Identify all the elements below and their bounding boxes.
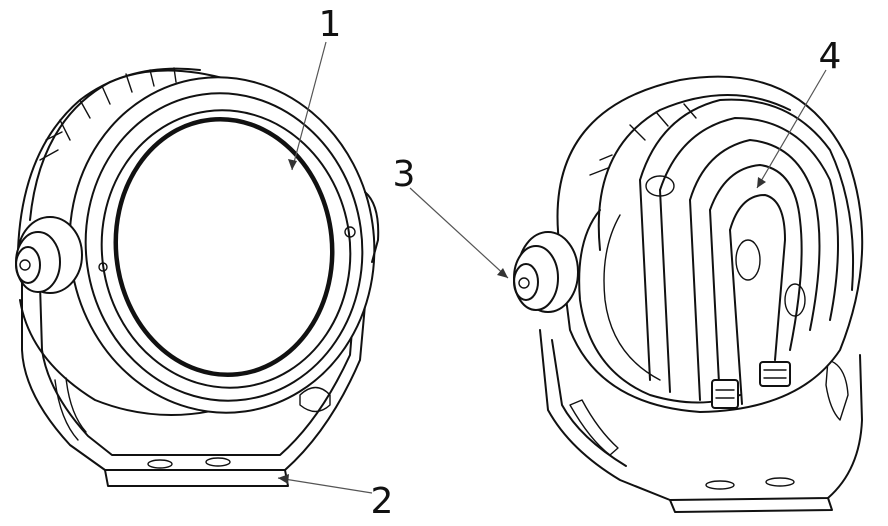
front-pivot-knob bbox=[15, 216, 83, 294]
bezel-screw-icon bbox=[98, 262, 108, 272]
lamp-rear-view bbox=[513, 75, 864, 513]
callout-3: 3 bbox=[393, 154, 416, 195]
front-lamp-body bbox=[17, 67, 251, 416]
callout-1: 1 bbox=[319, 4, 342, 45]
front-bracket bbox=[21, 249, 371, 487]
callout-4: 4 bbox=[819, 36, 842, 77]
rear-pivot-knob bbox=[513, 231, 579, 313]
rear-housing bbox=[556, 75, 864, 414]
callout-leaders bbox=[277, 41, 827, 494]
rear-cooling-fins bbox=[589, 94, 855, 405]
cable-glands bbox=[711, 361, 791, 409]
front-lens bbox=[113, 116, 335, 378]
rear-bracket bbox=[539, 329, 863, 513]
callout-2: 2 bbox=[371, 481, 394, 522]
bezel-screw-icon bbox=[344, 226, 356, 238]
lamp-front-view bbox=[15, 67, 380, 487]
rear-cap bbox=[578, 209, 741, 404]
